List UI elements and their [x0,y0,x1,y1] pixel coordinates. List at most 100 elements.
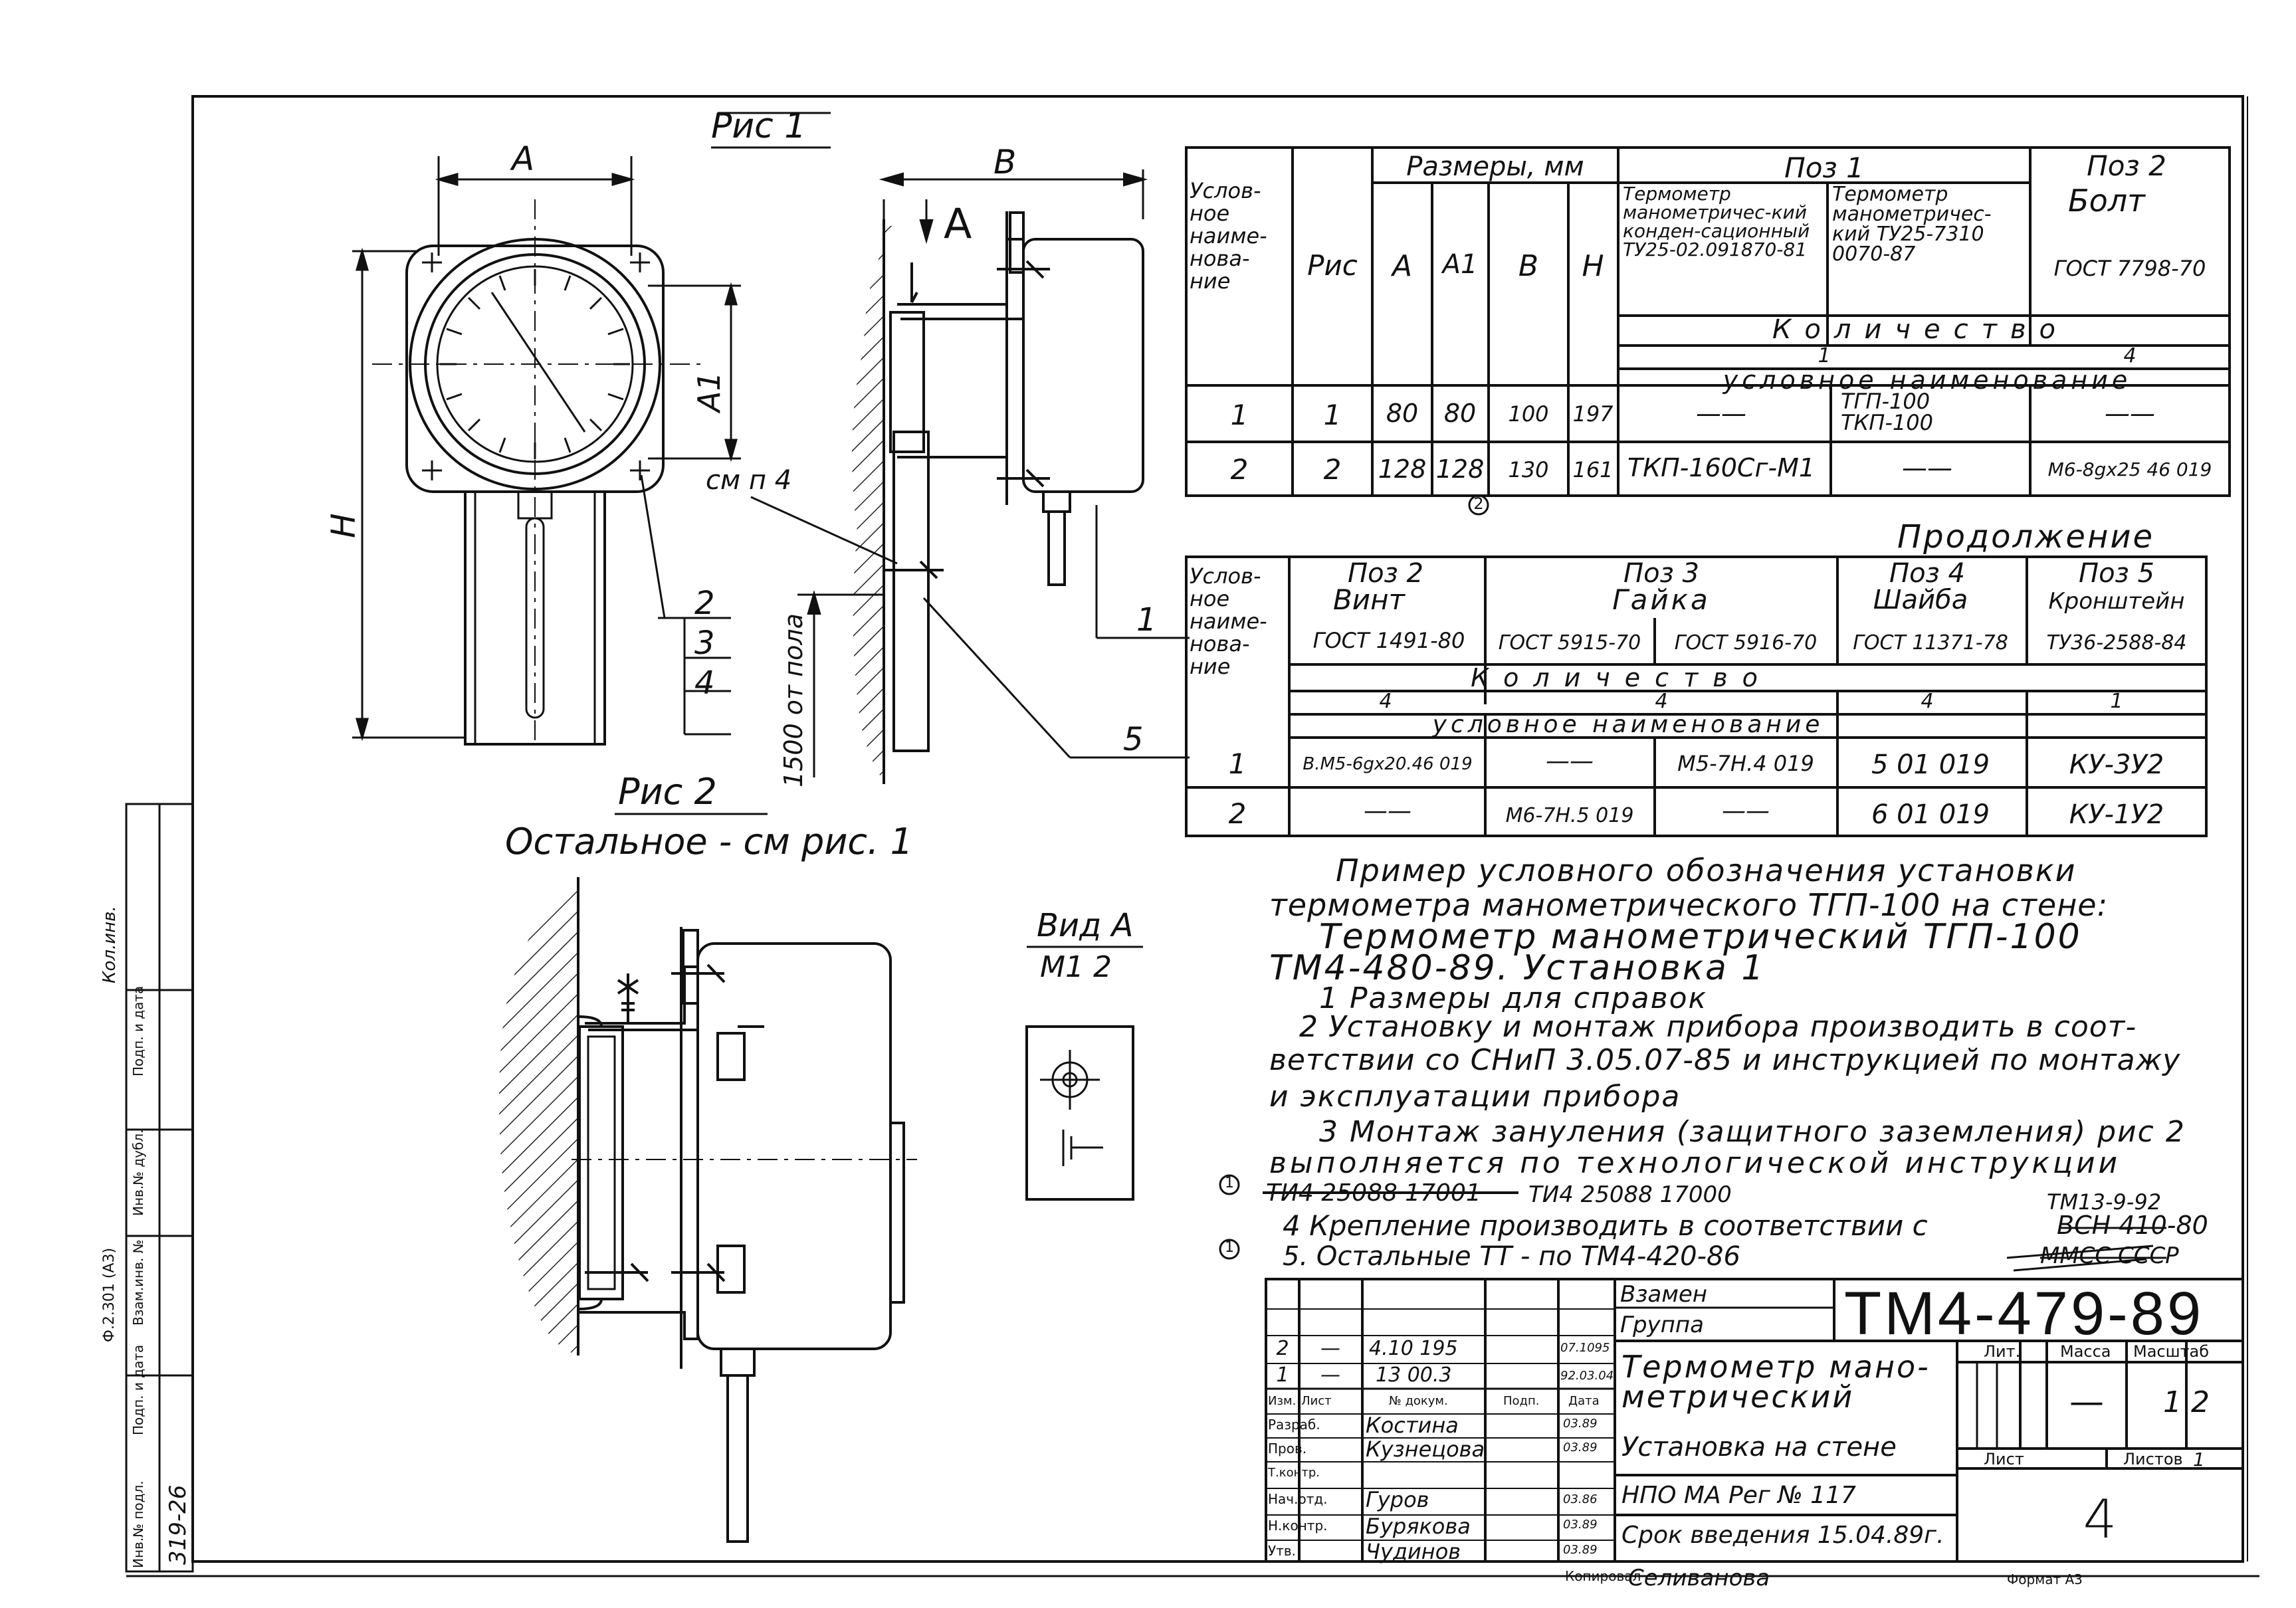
view-a-scale: М1 2 [1040,950,1112,984]
t1-pos1-b: Термометр манометричес-кий ТУ25-7310 007… [1832,183,1992,266]
gauge-side-view [750,169,1190,784]
rev-circle-2: 1 [1225,1239,1234,1256]
t1-r2-fig: 2 [1323,453,1342,486]
stamp-subtitle: Установка на стене [1621,1432,1897,1462]
t1-r2-b: 130 [1508,457,1549,482]
rev-row-1-date: 07.1095 [1560,1341,1610,1355]
t1-r2-p2: М6-8gx25 46 019 [2047,458,2212,480]
person-1-name: Костина [1366,1413,1459,1438]
rev-row-2-doc: 13 00.3 [1376,1363,1452,1387]
fig2-title: Рис 2 [618,771,717,813]
stamp-sheet-num: 4 [2083,1488,2117,1550]
note-2c: и эксплуатации прибора [1269,1080,1681,1114]
rev-row-2-date: 92.03.04 [1560,1369,1614,1383]
t1-header-fig: Рис [1307,249,1358,282]
t2-r2-p4: 6 01 019 [1871,799,1990,830]
note-example-4: ТМ4-480-89. Установка 1 [1269,948,1766,988]
t1-r2-a1: 128 [1435,454,1485,484]
person-4-name: Гуров [1366,1487,1429,1512]
t2-pos5: Поз 5 [2079,558,2154,589]
t1-r2-p1b: —— [1902,453,1952,482]
stamp-mass-label: Масса [2060,1342,2111,1361]
t1-r2-h: 161 [1572,457,1614,482]
stamp-sheet-label: Лист [1984,1450,2024,1468]
side-inv-value: 319-26 [165,1484,191,1565]
callout-4: 4 [694,664,715,702]
t1-quantity: Количество [1772,314,2069,345]
t1-cond-name: условное наименование [1722,365,2132,395]
col-header-date: Дата [1568,1394,1600,1408]
t2-r2-p3b: —— [1722,797,1770,825]
note-ref-label: cм п 4 [706,465,792,496]
rev-row-2-sh: — [1320,1363,1340,1387]
t1-r2-a: 128 [1378,454,1427,484]
note-3a: 3 Монтаж зануления (защитного заземления… [1319,1115,2186,1149]
side-sign-date-2: Подп. и дата [130,985,146,1076]
col-header-izm: Изм. [1268,1394,1297,1408]
side-dup-inv: Инв.№ дубл. [130,1129,146,1216]
person-1-date: 03.89 [1563,1417,1598,1431]
person-5-role: Н.контр. [1268,1518,1328,1534]
callout-2: 2 [694,585,715,622]
t2-r1-p4: 5 01 019 [1871,750,1990,780]
footer-copied-label: Копировал [1565,1568,1641,1584]
rev-row-1-sh: — [1320,1337,1340,1360]
t2-r1-name: 1 [1228,748,1247,780]
side-form: Ф.2.301 (А3) [101,1247,118,1342]
t2-pos2-name: Винт [1332,583,1406,616]
col-header-list: Лист [1301,1394,1332,1408]
t1-r1-a1: 80 [1443,399,1477,428]
rev-row-1-doc: 4.10 195 [1369,1337,1458,1360]
person-4-date: 03.86 [1563,1492,1598,1506]
person-2-role: Пров. [1268,1441,1307,1457]
stamp-mass: — [2069,1382,2104,1422]
t1-col-b: B [1518,249,1539,283]
t2-r2-p5: КУ-1У2 [2069,799,2164,830]
stamp-title-2: метрический [1621,1379,1855,1415]
t1-r1-p1a: —— [1696,399,1746,428]
t1-col-a: A [1392,249,1413,283]
person-5-date: 03.89 [1563,1518,1598,1532]
t1-r1-p2: —— [2105,399,2155,428]
t2-qty-2: 4 [1379,690,1392,713]
t1-pos2: Поз 2 [2087,150,2166,182]
t1-r1-b: 100 [1508,401,1549,427]
gauge-fig2-view [499,877,917,1543]
side-sign-date: Подп. и дата [130,1344,146,1435]
stamp-lit-label: Лит. [1984,1342,2021,1361]
person-3-role: Т.контр. [1268,1466,1320,1480]
stamp-scale: 1 2 [2163,1385,2210,1419]
stamp-title-1: Термометр мано- [1621,1349,1931,1385]
t2-r1-p5: КУ-3У2 [2069,750,2164,780]
callout-1: 1 [1136,601,1157,639]
title-block-grid [1265,1278,2244,1563]
footer-format: Формат А3 [2007,1571,2083,1587]
t2-r2-p3a: М6-7Н.5 019 [1505,804,1634,827]
t2-r2-p2: —— [1364,797,1411,825]
note-3b: выполняется по технологической инструкци… [1269,1146,2121,1180]
t2-pos2-std: ГОСТ 1491-80 [1312,628,1465,653]
note-example-3: Термометр манометрический ТГП-100 [1319,917,2082,957]
t1-header-name: Услов-ное наиме-нова-ние [1190,178,1267,294]
note-3c: ТИ4 25088 17000 [1528,1181,1732,1208]
person-4-role: Нач.отд. [1268,1491,1328,1507]
person-6-date: 03.89 [1563,1543,1598,1557]
t1-pos2-name: Болт [2068,183,2145,219]
t2-pos4-name: Шайба [1873,585,1968,615]
note-4-struck: ВСН 410-80 [2057,1211,2208,1240]
t2-header-name: Услов-ное наиме-нова-ние [1190,563,1267,679]
t2-r1-p3b: М5-7Н.4 019 [1677,751,1814,776]
t1-r1-fig: 1 [1323,399,1342,431]
t1-col-h: H [1582,249,1604,283]
t1-r1-p1b: ТГП-100 ТКП-100 [1841,389,1933,435]
col-header-sign: Подп. [1503,1394,1540,1408]
person-1-role: Разраб. [1268,1417,1320,1433]
t1-pos2-std: ГОСТ 7798-70 [2053,256,2206,281]
note-3c-struck: ТИ4 25088 17001 [1266,1179,1481,1207]
col-header-doc: № докум. [1389,1394,1448,1408]
note-1: 1 Размеры для справок [1319,981,1708,1015]
t2-qty-3: 4 [1655,690,1668,713]
t1-qty-1: 1 [1818,344,1831,367]
fig2-subtitle: Остальное - см рис. 1 [505,821,913,862]
